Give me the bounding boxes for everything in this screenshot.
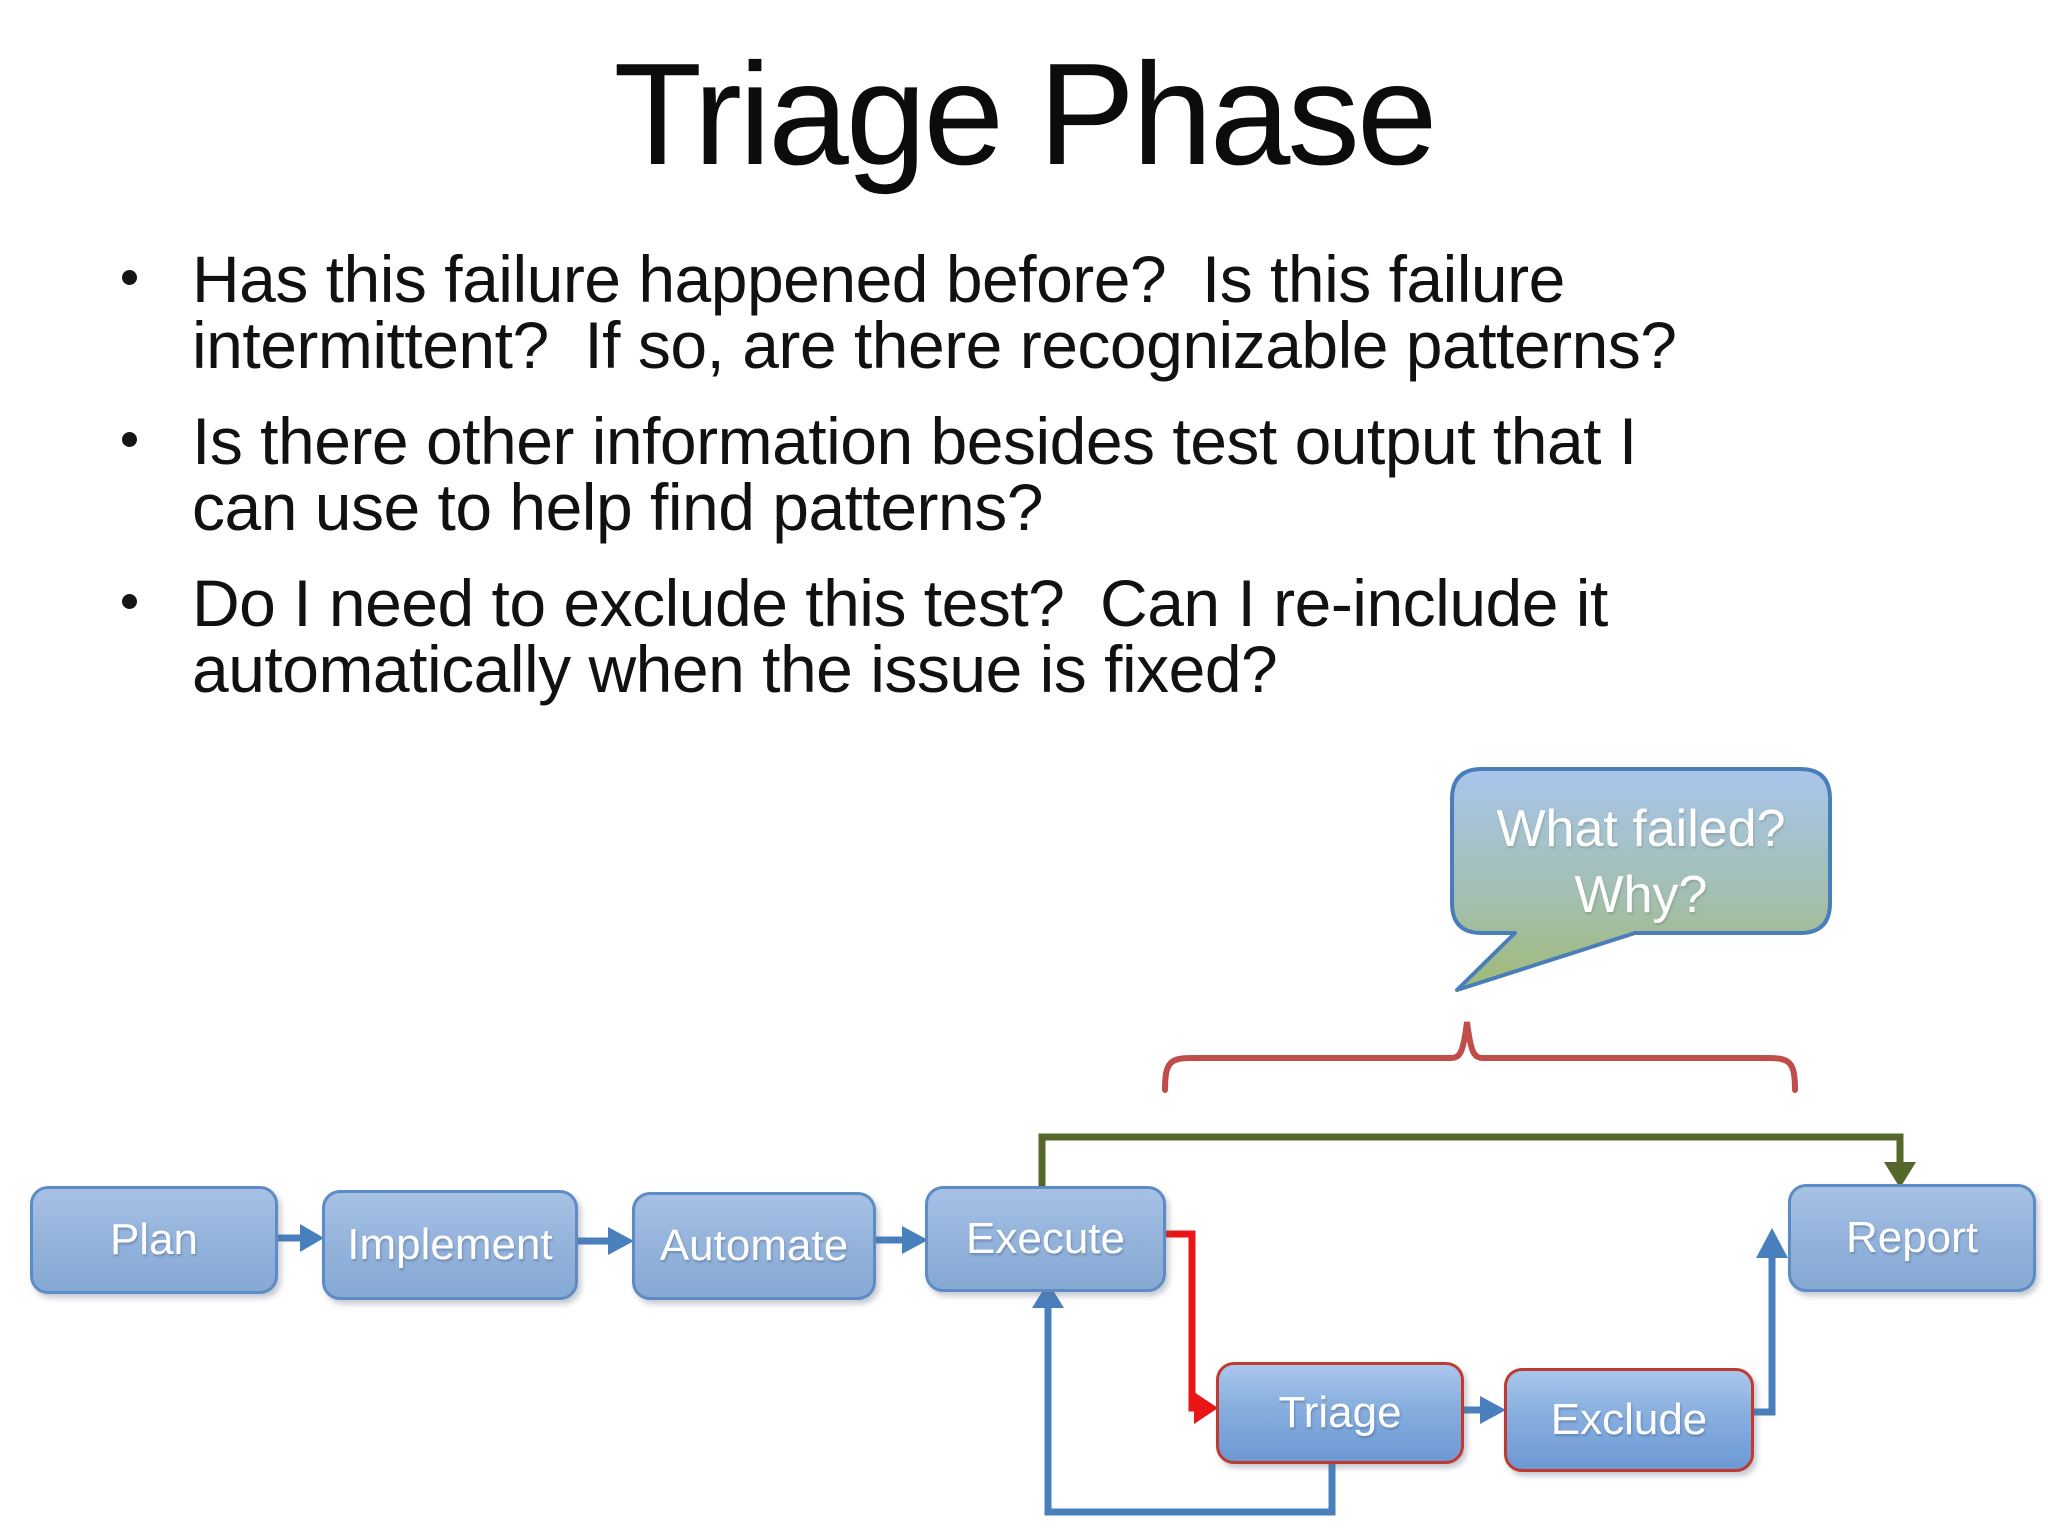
page-title: Triage Phase <box>613 33 1437 195</box>
node-label: Triage <box>1278 1388 1402 1437</box>
bullet-list: Has this failure happened before? Is thi… <box>100 246 1860 732</box>
brace <box>1162 1021 1798 1093</box>
node-automate: Automate <box>632 1192 876 1300</box>
list-item: Is there other information besides test … <box>100 408 1860 540</box>
olive-connector-execute-report <box>1038 1133 1916 1192</box>
node-execute: Execute <box>925 1186 1166 1292</box>
bullet-text: Do I need to exclude this test? Can I re… <box>192 566 1608 706</box>
bullet-dot <box>122 270 137 285</box>
node-label: Automate <box>659 1221 849 1270</box>
node-exclude: Exclude <box>1504 1368 1754 1472</box>
node-triage: Triage <box>1216 1362 1464 1464</box>
bullet-dot <box>122 432 137 447</box>
node-plan: Plan <box>30 1186 278 1294</box>
callout-bubble <box>1450 767 1832 992</box>
node-label: Exclude <box>1550 1395 1708 1444</box>
red-connector-execute-triage <box>1156 1230 1218 1424</box>
node-report: Report <box>1788 1184 2036 1292</box>
node-label: Execute <box>966 1214 1125 1263</box>
callout-text: What failed? Why? <box>1496 800 1786 924</box>
bullet-dot <box>122 594 137 609</box>
node-label: Plan <box>109 1215 199 1264</box>
list-item: Has this failure happened before? Is thi… <box>100 246 1860 378</box>
node-label: Report <box>1845 1213 1979 1262</box>
bullet-text: Has this failure happened before? Is thi… <box>192 242 1677 382</box>
connector-exclude-report <box>1746 1228 1788 1416</box>
node-implement: Implement <box>322 1190 578 1300</box>
node-label: Implement <box>347 1220 553 1269</box>
list-item: Do I need to exclude this test? Can I re… <box>100 570 1860 702</box>
feedback-connector-triage-execute <box>1032 1282 1336 1516</box>
bullet-text: Is there other information besides test … <box>192 404 1637 544</box>
